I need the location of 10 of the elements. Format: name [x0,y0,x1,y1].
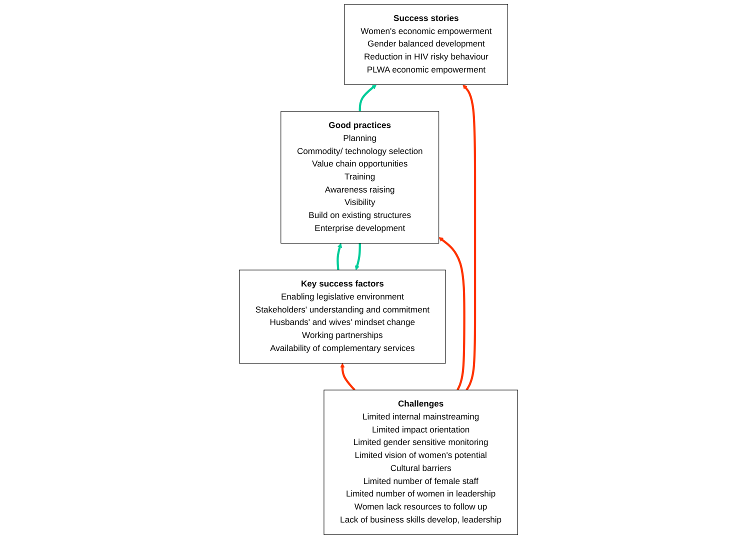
node-box: Challenges Limited internal mainstreaming Limited impact orientation Limited gender sensitive monitoring Limited vision of women's potential Cultural barriers Limited number of female staff Limited number of women in leadership Women lack resources to follow up Lack of business skills develop, leadership [323,390,518,535]
node-box: Success stories Women's economic empowerment Gender balanced development Reduction in HIV risky behaviour PLWA economic empowerment [344,4,508,85]
arrow [336,243,342,270]
node-box: Key success factors Enabling legislative environment Stakeholders' understanding and commitment Husbands' and wives' mindset change Working partnerships Availability of complementary services [238,270,446,364]
arrow [354,243,360,270]
node-box: Good practices Planning Commodity/ technology selection Value chain opportunities Training Awareness raising Visibility Build on existing structures Enterprise development [280,111,439,244]
arrow [340,363,355,391]
arrow [462,84,476,391]
arrow [438,237,465,391]
arrow [358,84,376,112]
